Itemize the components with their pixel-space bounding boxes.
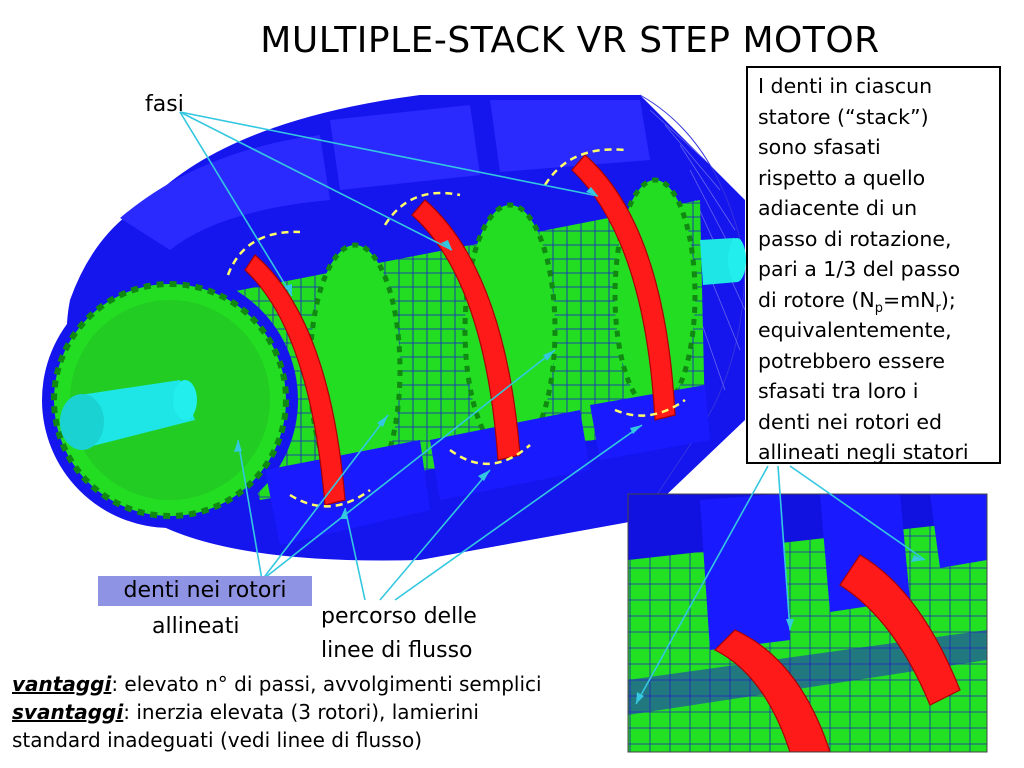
description-line: adiacente di un — [758, 196, 918, 220]
inset-winding-1 — [713, 629, 831, 752]
pros-cons-text: vantaggi: elevato n° di passi, avvolgime… — [12, 670, 542, 754]
svantaggi-line2: standard inadeguati (vedi linee di fluss… — [12, 728, 423, 752]
description-line: rispetto a quello — [758, 165, 926, 190]
zoom-inset — [628, 494, 987, 752]
stator-segment-1 — [120, 135, 330, 250]
rotor-disc-3 — [462, 202, 558, 458]
stator-segment-2 — [330, 105, 480, 190]
vantaggi-text: : elevato n° di passi, avvolgimenti semp… — [111, 672, 542, 696]
page-title: MULTIPLE-STACK VR STEP MOTOR — [260, 20, 880, 61]
vantaggi-label: vantaggi — [12, 672, 112, 696]
svantaggi-text: : inerzia elevata (3 rotori), lamierini — [123, 700, 479, 724]
description-line: statore (“stack”) — [758, 104, 929, 129]
subscript-p: p — [874, 300, 884, 316]
description-line: passo di rotazione, — [758, 226, 952, 251]
pointer-arrowheads — [234, 187, 925, 704]
label-denti-line2: allineati — [152, 614, 240, 639]
label-flusso-line2: linee di flusso — [321, 638, 473, 663]
description-line: equivalentemente, — [758, 318, 952, 342]
shaft-rear — [700, 238, 746, 285]
formula-prefix: di rotore (N — [758, 287, 875, 312]
svantaggi-label: svantaggi — [12, 700, 124, 724]
svantaggi-line: svantaggi: inerzia elevata (3 rotori), l… — [12, 698, 542, 726]
motor-body — [42, 94, 746, 561]
description-line: I denti in ciascun — [758, 74, 933, 98]
stator-segment-3 — [490, 100, 650, 172]
description-line: sono sfasati — [758, 135, 881, 159]
flux-lines — [226, 148, 686, 508]
description-line: potrebbero essere — [758, 348, 946, 373]
formula-suffix: ); — [940, 287, 956, 312]
stator-bottom-1 — [265, 440, 430, 545]
pointer-lines — [179, 111, 926, 705]
subscript-r: r — [935, 300, 941, 316]
label-flusso-line1: percorso delle — [321, 604, 477, 629]
winding-1 — [244, 254, 346, 506]
inset-winding-2 — [839, 554, 961, 706]
shaft-front — [60, 380, 197, 450]
description-box: I denti in ciascun statore (“stack”) son… — [746, 66, 1001, 464]
winding-2 — [411, 199, 521, 461]
label-fasi: fasi — [145, 92, 184, 117]
formula-mid: =mN — [883, 287, 936, 312]
vantaggi-line: vantaggi: elevato n° di passi, avvolgime… — [12, 670, 542, 698]
label-denti-line1: denti nei rotori — [98, 576, 312, 606]
description-line: sfasati tra loro i — [758, 379, 919, 403]
description-line: allineati negli statori — [758, 440, 969, 464]
winding-3 — [571, 154, 676, 421]
description-line: denti nei rotori ed — [758, 409, 943, 434]
description-line: pari a 1/3 del passo — [758, 257, 961, 281]
description-line-formula: di rotore (Np=mNr); — [758, 285, 999, 316]
